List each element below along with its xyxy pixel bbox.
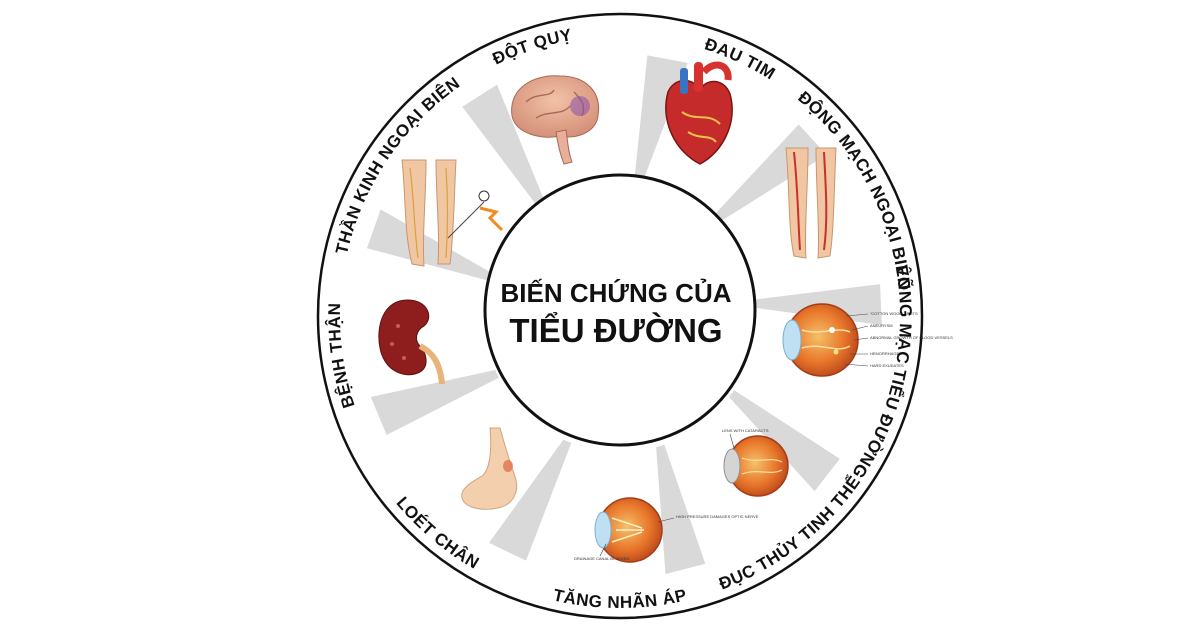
segment-shadow: [729, 390, 840, 492]
retina-note-1: ANEURYSM: [870, 323, 893, 328]
icons-layer: "COTTON WOOL" SPOTS ANEURYSM ABNORMAL GR…: [378, 61, 953, 563]
segment-shadow: [489, 439, 572, 561]
leg-arteries-icon: [785, 147, 837, 259]
glaucoma-note-0: DRAINAGE CANAL BLOCKED: [574, 556, 630, 561]
segment-shadow: [370, 370, 499, 435]
glaucoma-note-1: HIGH PRESSURE DAMAGES OPTIC NERVE: [676, 514, 759, 519]
kidney-icon: [378, 299, 445, 385]
segment-shadow: [462, 84, 546, 208]
segment-shadow: [366, 209, 492, 281]
center-circle: [483, 173, 757, 447]
retina-note-2: ABNORMAL GROWTH OF BLOOD VESSELS: [870, 335, 953, 340]
center-title-line1: BIẾN CHỨNG CỦA: [500, 277, 731, 308]
foot-ulcer-icon: [461, 427, 518, 510]
retina-note-3: HEMORRHAGES: [870, 351, 902, 356]
cataract-note: LENS WITH CATARACTS: [722, 428, 769, 433]
cataract-eye-icon: LENS WITH CATARACTS: [722, 428, 789, 497]
retina-note-0: "COTTON WOOL" SPOTS: [870, 311, 918, 316]
glaucoma-eye-icon: DRAINAGE CANAL BLOCKED HIGH PRESSURE DAM…: [574, 497, 759, 563]
legs-nerves-icon: [401, 159, 504, 267]
segment-shadow: [656, 444, 706, 575]
retina-note-4: HARD EXUDATES: [870, 363, 904, 368]
retina-annotations: "COTTON WOOL" SPOTS ANEURYSM ABNORMAL GR…: [843, 311, 953, 368]
retina-eye-icon: "COTTON WOOL" SPOTS ANEURYSM ABNORMAL GR…: [782, 303, 953, 377]
center-title-line2: TIỂU ĐƯỜNG: [509, 312, 722, 349]
brain-icon: [511, 75, 600, 165]
heart-icon: [665, 61, 733, 165]
